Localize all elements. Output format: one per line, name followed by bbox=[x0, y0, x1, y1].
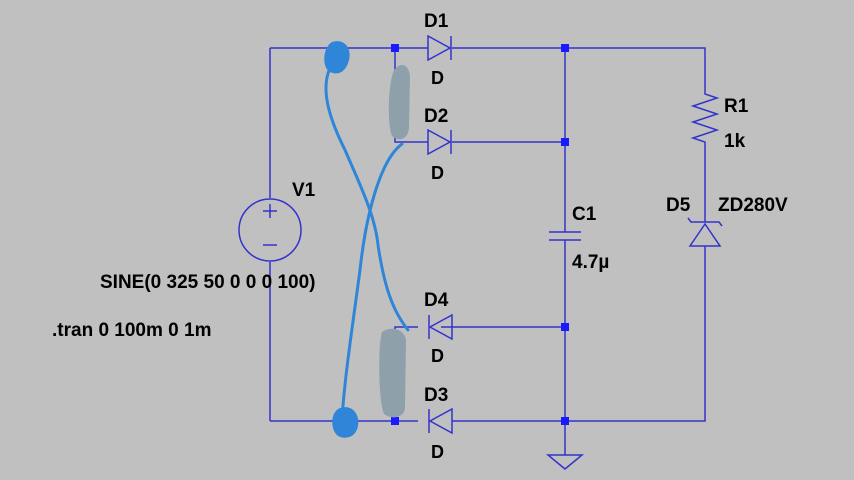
r1-name-label[interactable]: R1 bbox=[724, 96, 749, 117]
diode-d4[interactable] bbox=[428, 313, 453, 341]
junction-nodes bbox=[391, 44, 569, 425]
d5-model-label[interactable]: ZD280V bbox=[718, 195, 788, 216]
c1-name-label[interactable]: C1 bbox=[572, 204, 597, 225]
ground-triangle bbox=[545, 454, 585, 470]
zener-triangle bbox=[688, 222, 722, 247]
diode-d1[interactable] bbox=[418, 34, 452, 62]
junction-node[interactable] bbox=[561, 138, 569, 146]
zener-cathode-bar bbox=[687, 217, 723, 227]
annotation-stroke bbox=[340, 142, 404, 420]
diode-triangle bbox=[428, 313, 453, 341]
grey-smudges bbox=[379, 64, 410, 418]
resistor-r1[interactable] bbox=[690, 88, 720, 148]
smudge-lower bbox=[379, 328, 406, 418]
annotation-blob bbox=[332, 407, 359, 438]
wire-bottom-right[interactable] bbox=[452, 258, 706, 422]
v1-value-label[interactable]: SINE(0 325 50 0 0 0 100) bbox=[100, 272, 315, 293]
zener-diode-d5[interactable] bbox=[687, 217, 723, 258]
junction-node[interactable] bbox=[391, 417, 399, 425]
ground-icon[interactable] bbox=[545, 454, 585, 470]
diode-triangle bbox=[428, 407, 453, 435]
d1-name-label[interactable]: D1 bbox=[424, 11, 449, 32]
d2-model-label[interactable]: D bbox=[431, 163, 444, 183]
tran-directive[interactable]: .tran 0 100m 0 1m bbox=[52, 320, 211, 341]
resistor-zigzag bbox=[690, 88, 720, 148]
junction-node[interactable] bbox=[561, 417, 569, 425]
v1-name-label[interactable]: V1 bbox=[292, 180, 316, 201]
diode-triangle bbox=[427, 34, 452, 62]
annotation-blob bbox=[324, 41, 350, 74]
d3-model-label[interactable]: D bbox=[431, 442, 444, 462]
diode-triangle bbox=[427, 128, 452, 156]
junction-node[interactable] bbox=[391, 44, 399, 52]
wires bbox=[269, 47, 706, 455]
d4-name-label[interactable]: D4 bbox=[424, 290, 449, 311]
diode-d2[interactable] bbox=[418, 128, 452, 156]
source-circle bbox=[238, 198, 302, 262]
d1-model-label[interactable]: D bbox=[431, 68, 444, 88]
smudge-upper bbox=[388, 64, 410, 140]
voltage-source-v1[interactable] bbox=[238, 198, 302, 262]
annotation-stroke bbox=[324, 66, 410, 332]
hand-drawn-annotation bbox=[324, 41, 410, 438]
c1-value-label[interactable]: 4.7µ bbox=[572, 252, 609, 273]
d4-model-label[interactable]: D bbox=[431, 346, 444, 366]
junction-node[interactable] bbox=[561, 323, 569, 331]
d3-name-label[interactable]: D3 bbox=[424, 385, 448, 406]
diode-d3[interactable] bbox=[428, 407, 453, 435]
d2-name-label[interactable]: D2 bbox=[424, 106, 448, 127]
capacitor-c1[interactable] bbox=[549, 231, 581, 241]
r1-value-label[interactable]: 1k bbox=[724, 131, 746, 152]
d5-name-label[interactable]: D5 bbox=[666, 195, 691, 216]
wire-top-right[interactable] bbox=[452, 47, 706, 88]
junction-node[interactable] bbox=[561, 44, 569, 52]
